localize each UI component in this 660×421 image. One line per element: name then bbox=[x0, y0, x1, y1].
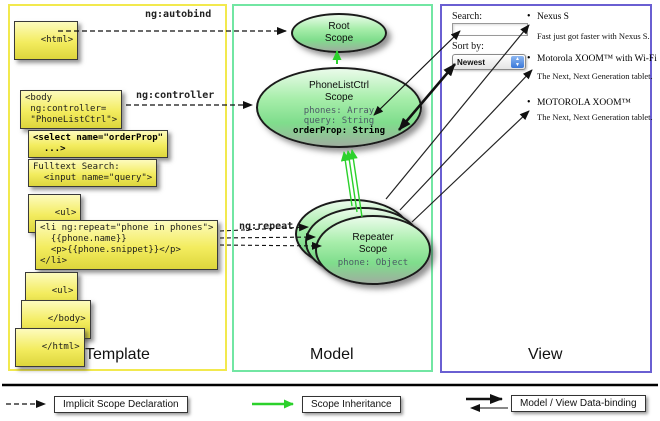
template-column-label: Template bbox=[85, 346, 150, 363]
phonelistctrl-scope-ellipse: PhoneListCtrl Scope phones: Array query:… bbox=[256, 67, 422, 148]
view-item-title: MOTOROLA XOOM™ bbox=[527, 97, 631, 108]
select-tag-box: <select name="orderProp" ...> bbox=[28, 130, 169, 158]
prop-orderprop: orderProp: String bbox=[292, 125, 386, 136]
view-item-desc: Fast just got faster with Nexus S. bbox=[537, 31, 650, 41]
prop-query: query: String bbox=[303, 115, 375, 126]
repeater-scope-title: Repeater Scope bbox=[352, 232, 393, 256]
li-line1: <li ng:repeat="phone in phones"> bbox=[40, 223, 214, 233]
ng-autobind-label: ng:autobind bbox=[145, 9, 212, 20]
root-scope-line1: Root bbox=[328, 21, 350, 32]
template-column bbox=[8, 4, 227, 371]
ng-repeat-label: ng:repeat bbox=[239, 221, 294, 232]
ng-controller-label: ng:controller bbox=[136, 90, 215, 101]
root-scope-title: Root Scope bbox=[325, 21, 353, 45]
li-repeat-box: <li ng:repeat="phone in phones"> {{phone… bbox=[35, 220, 219, 270]
body-open-line1: <body bbox=[25, 93, 53, 103]
repeater-line2: Scope bbox=[358, 244, 388, 255]
prop-phones: phones: Array bbox=[303, 105, 375, 116]
legend-data-binding-box: Model / View Data-binding bbox=[511, 395, 646, 412]
view-item-title: Motorola XOOM™ with Wi-Fi bbox=[527, 53, 657, 64]
body-close-tag: </body> bbox=[47, 314, 86, 324]
select-line1: <select name="orderProp" bbox=[33, 133, 164, 143]
phonelistctrl-scope-title: PhoneListCtrl Scope bbox=[309, 80, 369, 104]
li-line3: <p>{{phone.snippet}}</p> bbox=[40, 245, 181, 255]
repeater-scope-props: phone: Object bbox=[338, 258, 408, 268]
fulltext-line2: <input name="query"> bbox=[33, 173, 153, 183]
fulltext-search-box: Fulltext Search: <input name="query"> bbox=[28, 159, 158, 187]
view-item-title: Nexus S bbox=[527, 11, 569, 22]
prop-phone: phone: Object bbox=[337, 258, 409, 268]
html-open-tag-box: <html> bbox=[14, 21, 79, 60]
phonelistctrl-line2: Scope bbox=[324, 91, 354, 103]
body-open-line2: ng:controller= bbox=[25, 104, 107, 114]
sort-by-label: Sort by: bbox=[452, 41, 484, 52]
ul-close-tag: <ul> bbox=[51, 286, 74, 296]
repeater-line1: Repeater bbox=[352, 232, 394, 243]
li-line4: </li> bbox=[40, 256, 68, 266]
model-column bbox=[232, 4, 433, 372]
html-close-tag-box: </html> bbox=[15, 328, 85, 367]
view-item-desc: The Next, Next Generation tablet. bbox=[537, 112, 653, 122]
search-label: Search: bbox=[452, 11, 482, 22]
root-scope-ellipse: Root Scope bbox=[291, 13, 387, 53]
legend-implicit-scope-box: Implicit Scope Declaration bbox=[54, 396, 188, 413]
view-item-desc: The Next, Next Generation tablet. bbox=[537, 71, 653, 81]
model-column-label: Model bbox=[310, 346, 354, 363]
search-input[interactable] bbox=[452, 23, 528, 36]
legend-scope-inheritance-box: Scope Inheritance bbox=[302, 396, 401, 413]
root-scope-line2: Scope bbox=[324, 33, 354, 44]
phonelistctrl-scope-props: phones: Array query: String orderProp: S… bbox=[293, 106, 385, 136]
select-stepper-icon: ▲▼ bbox=[511, 56, 524, 68]
ul-open-tag: <ul> bbox=[54, 208, 77, 218]
select-line2: ...> bbox=[33, 144, 66, 154]
sort-select-value: Newest bbox=[457, 57, 486, 67]
fulltext-line1: Fulltext Search: bbox=[33, 162, 120, 172]
repeater-scope-ellipse-front: Repeater Scope phone: Object bbox=[315, 215, 431, 285]
body-open-tag-box: <body ng:controller= "PhoneListCtrl"> bbox=[20, 90, 123, 129]
phonelistctrl-line1: PhoneListCtrl bbox=[308, 79, 370, 91]
li-line2: {{phone.name}} bbox=[40, 234, 127, 244]
html-close-tag: </html> bbox=[41, 342, 80, 352]
body-open-line3: "PhoneListCtrl"> bbox=[25, 115, 118, 125]
html-open-tag: <html> bbox=[40, 35, 74, 45]
view-column-label: View bbox=[528, 346, 563, 363]
sort-select[interactable]: Newest ▲▼ bbox=[452, 54, 526, 70]
